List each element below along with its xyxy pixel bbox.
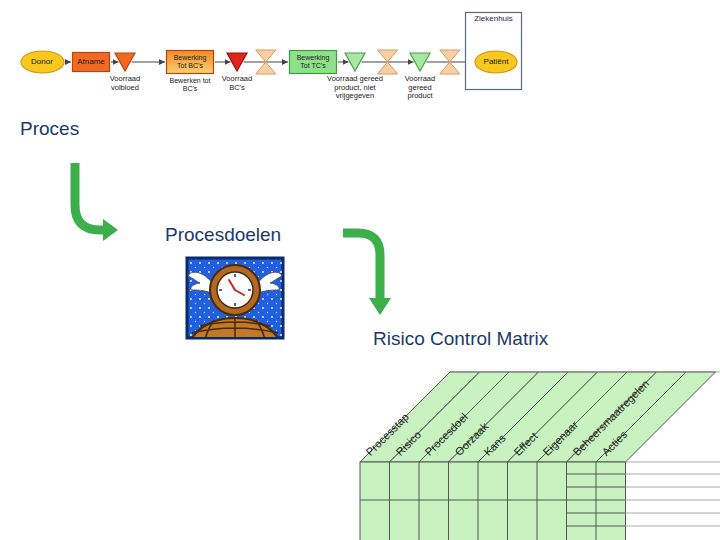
node-outline (114, 52, 136, 72)
flow-connector (111, 62, 119, 63)
flow-arrow-shaft (75, 163, 105, 230)
location-box: ZiekenhuisPatiënt (465, 12, 522, 90)
node-outline-shape (21, 51, 64, 73)
node-shape (344, 52, 366, 72)
inventory-triangle: Voorraad gereed product, niet vrijgegeve… (324, 52, 386, 101)
terminal-ellipse: Patiënt (474, 50, 518, 74)
section-title: Procesdoelen (165, 225, 281, 244)
terminal-ellipse: Donor (20, 50, 65, 74)
matrix-body (360, 462, 626, 540)
clock-frame (210, 265, 260, 315)
process-box: Bewerking Tot TC's (289, 50, 337, 74)
node-caption: Voorraad volbloed (103, 75, 147, 92)
node-caption: Voorraad gereed product (396, 75, 444, 101)
node-shape: Patiënt (474, 50, 518, 74)
flow-arrow-head (369, 298, 391, 315)
process-box: Bewerking Tot BC'sBewerken tot BC's (166, 50, 214, 93)
node-outline (409, 52, 431, 72)
node-outline-shape (345, 53, 365, 71)
flow-arrow (75, 163, 118, 241)
flow-connector (215, 62, 231, 63)
node-outline-shape (475, 51, 517, 73)
node-outline-shape (466, 13, 522, 90)
column-header: Effect (512, 430, 540, 458)
node-outline-shape (167, 51, 214, 74)
flow-connector (338, 62, 349, 63)
clock-icon (187, 258, 283, 382)
inventory-triangle: Voorraad gereed product (396, 52, 444, 101)
node-caption: Bewerken tot BC's (168, 77, 212, 93)
node-shape: Donor (20, 50, 65, 74)
inventory-triangle: Voorraad volbloed (103, 52, 147, 92)
node-shape: Bewerking Tot BC's (166, 50, 214, 74)
node-label: Bewerking Tot BC's (170, 54, 210, 69)
clock-hands (229, 280, 244, 295)
node-label: Bewerking Tot TC's (293, 54, 333, 69)
flow-connector (66, 62, 72, 63)
node-outline (344, 52, 366, 72)
node-label: Afname (77, 58, 105, 67)
column-header: Acties (600, 429, 629, 458)
column-header: Kans (482, 432, 508, 458)
flow-connector (132, 62, 166, 63)
column-header: Risico (394, 429, 423, 458)
node-outline-shape (73, 53, 110, 72)
box-heading: Ziekenhuis (465, 12, 522, 24)
globe (189, 318, 281, 337)
node-outline-shape (227, 53, 247, 71)
node-label: Donor (31, 58, 53, 67)
inventory-triangle: Voorraad BC's (215, 52, 259, 92)
node-shape: Bewerking Tot TC's (289, 50, 337, 74)
flow-arrow-shaft (343, 233, 380, 300)
process-box: Afname (72, 52, 110, 72)
node-shape: Afname (72, 52, 110, 72)
node-shape (409, 52, 431, 72)
section-title: Proces (20, 119, 79, 138)
clock-face (217, 272, 253, 308)
node-caption: Voorraad BC's (215, 75, 259, 92)
node-outline-shape (290, 51, 337, 74)
node-caption: Voorraad gereed product, niet vrijgegeve… (324, 75, 386, 101)
section-title: Risico Control Matrix (373, 329, 548, 348)
node-outline-shape (410, 53, 430, 71)
matrix-grid (360, 462, 626, 540)
globe-body (189, 318, 281, 337)
matrix-grid (626, 462, 720, 526)
clock-ticks (219, 274, 251, 306)
wait-symbol (378, 50, 398, 74)
flow-arrow (343, 233, 391, 315)
node-outline (226, 52, 248, 72)
node-outline-shape (115, 53, 135, 71)
flow-arrow-head (103, 219, 118, 241)
wait-symbol (440, 50, 460, 74)
globe-grid (192, 318, 278, 337)
matrix (360, 372, 720, 540)
node-label: Patiënt (484, 58, 509, 67)
wait-symbol (256, 50, 276, 74)
node-shape (226, 52, 248, 72)
node-shape (114, 52, 136, 72)
